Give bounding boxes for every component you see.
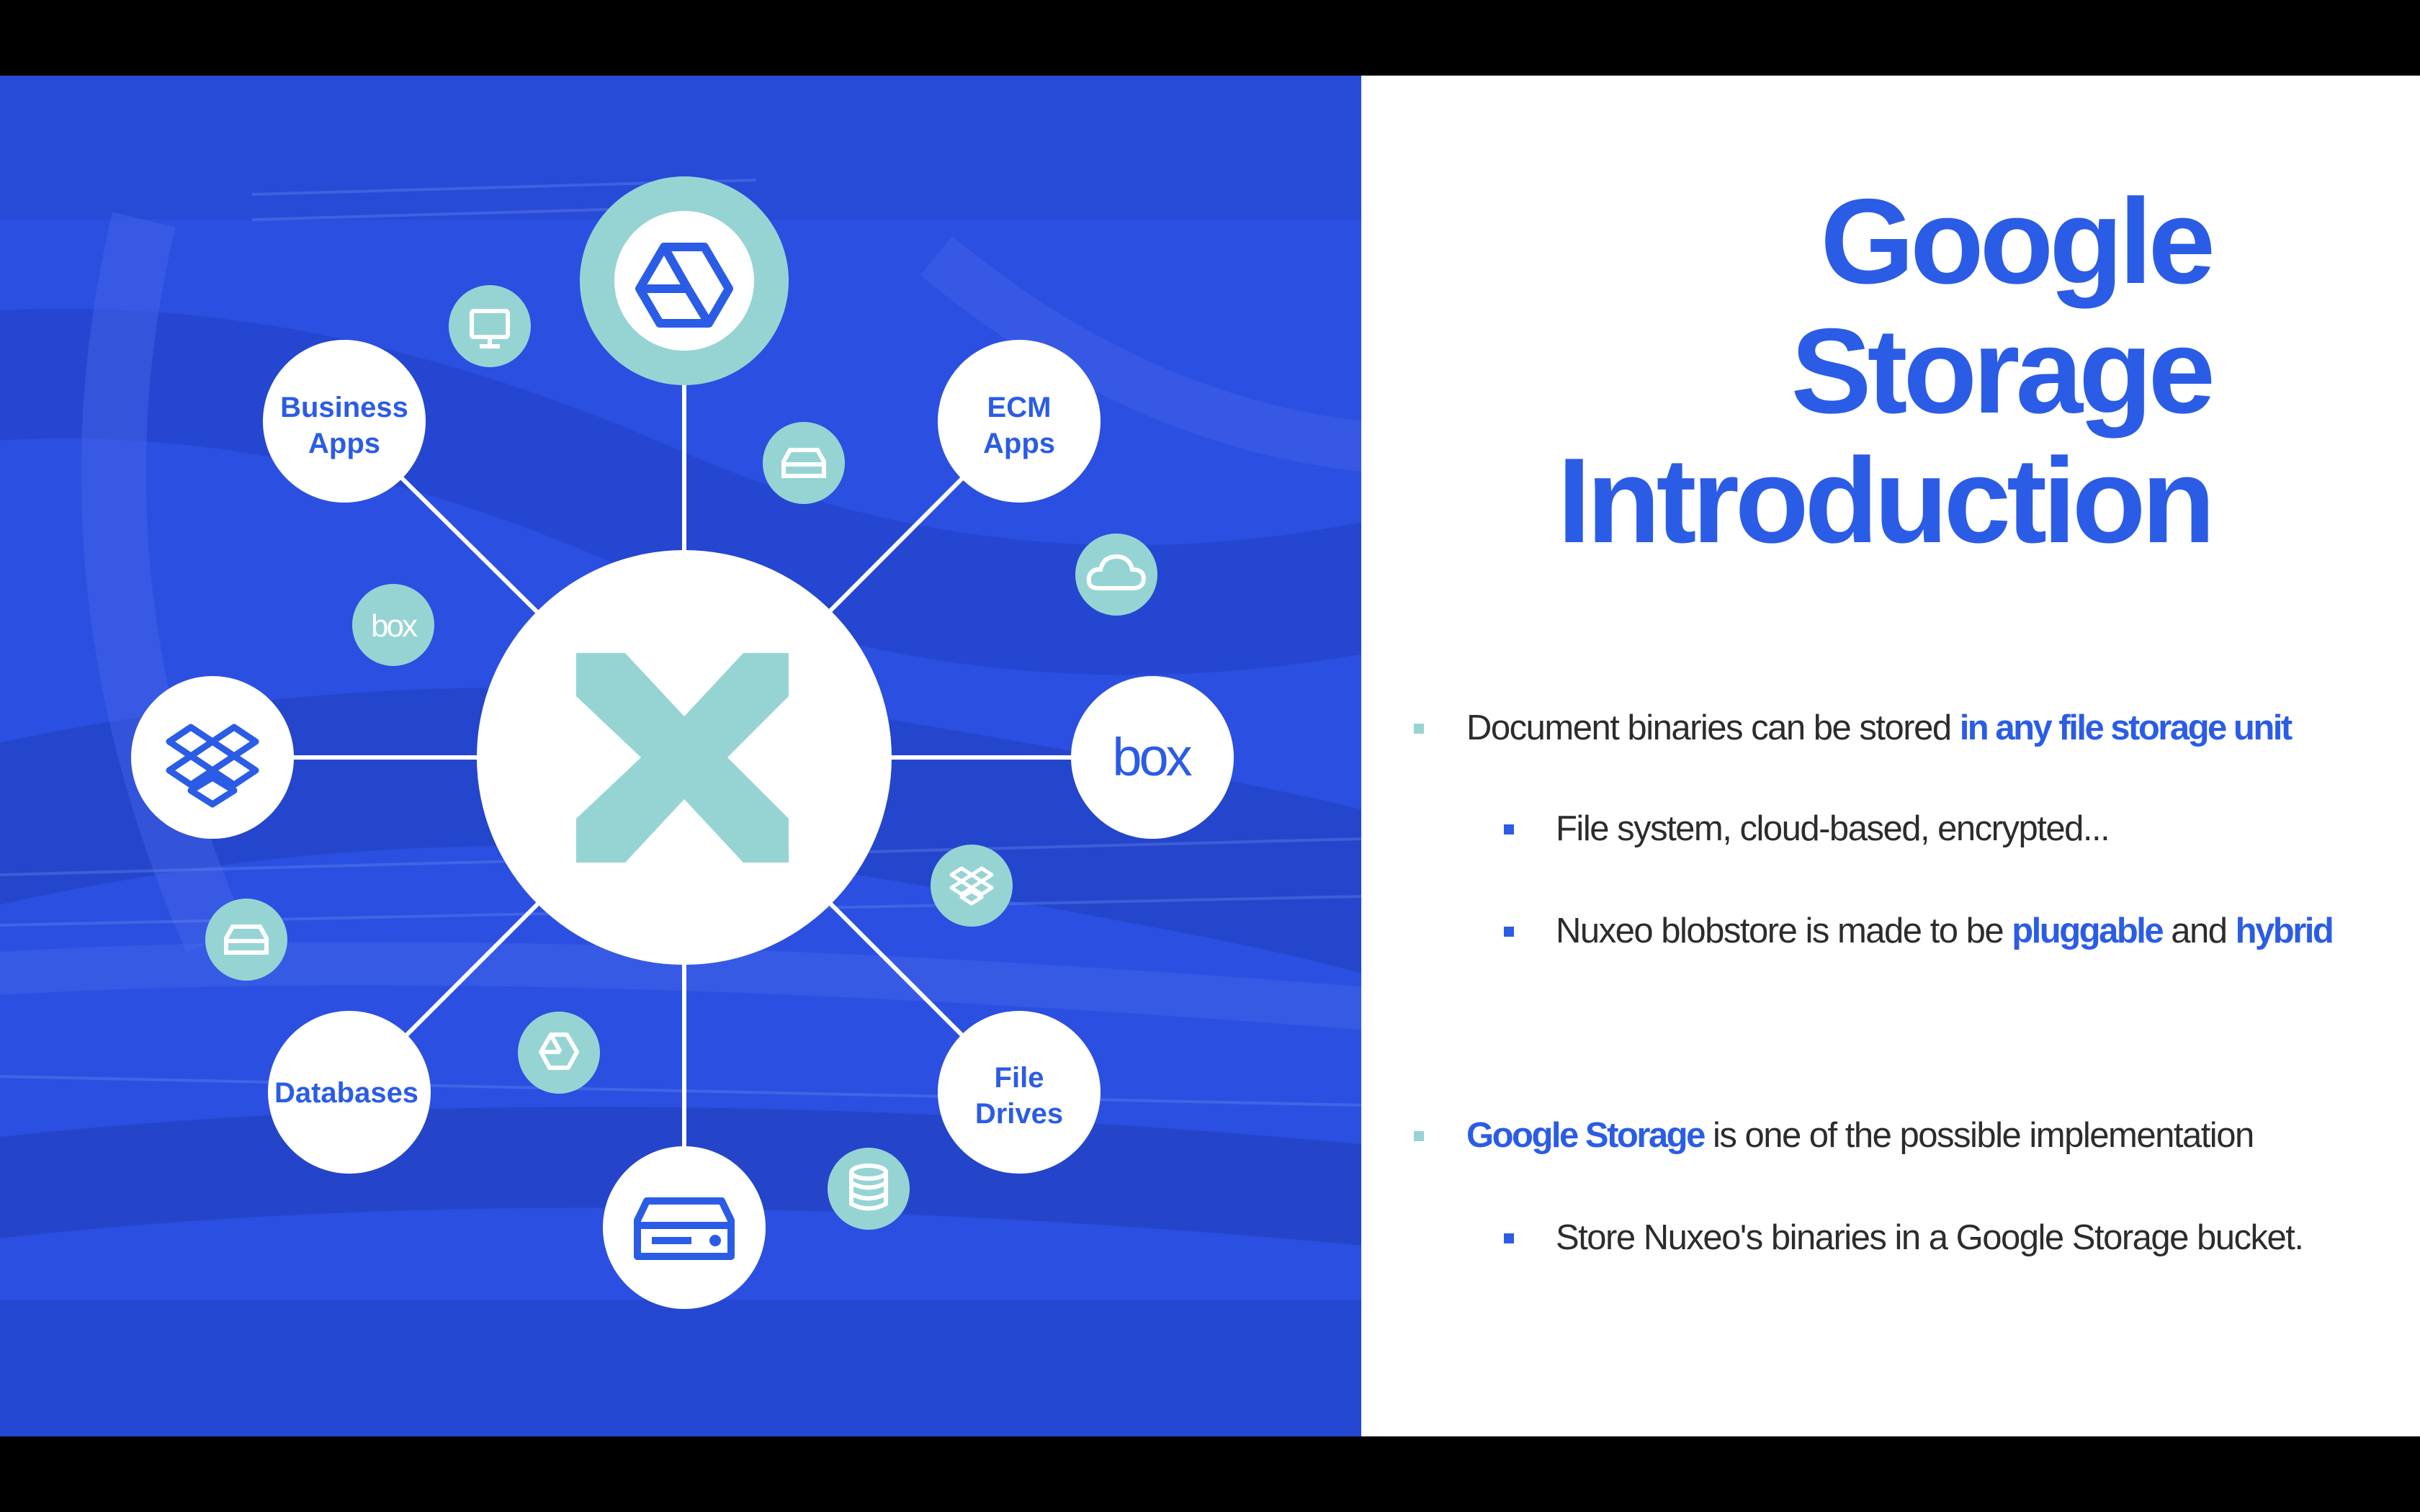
hub-node	[477, 550, 892, 965]
google-drive-icon	[539, 1032, 579, 1070]
bullet-highlight: in any file storage unit	[1959, 708, 2293, 747]
monitor-satellite	[449, 285, 531, 367]
bullet-highlight: Google Storage	[1466, 1116, 1706, 1155]
business-apps-node: Business Apps	[263, 340, 426, 503]
bullet-text: Nuxeo blobstore is made to be	[1556, 912, 2012, 950]
ecm-apps-label: ECM	[987, 392, 1052, 423]
hard-drive-icon	[224, 924, 269, 955]
bullet-highlight: hybrid	[2235, 912, 2334, 950]
google-drive-icon	[635, 243, 733, 328]
dropbox-satellite	[931, 845, 1013, 927]
file-drives-label: Drives	[975, 1098, 1063, 1130]
storage-connectivity-diagram: Business Apps ECM Apps	[131, 176, 1234, 1309]
bullet-item: Store Nuxeo's binaries in a Google Stora…	[1556, 1218, 2304, 1258]
slide: Business Apps ECM Apps	[0, 76, 2420, 1436]
bullet-marker	[1504, 824, 1514, 834]
bullet-marker	[1504, 1233, 1514, 1243]
dropbox-icon	[166, 724, 259, 808]
cloud-icon	[1086, 554, 1147, 590]
bullet-item: Nuxeo blobstore is made to be pluggable …	[1556, 911, 2334, 951]
hard-drive-icon	[781, 448, 826, 478]
bullet-highlight: pluggable	[2012, 912, 2164, 950]
diagram-panel: Business Apps ECM Apps	[0, 76, 1361, 1436]
bullet-text: Document binaries can be stored	[1466, 708, 1960, 747]
file-drives-node: File Drives	[938, 1011, 1101, 1174]
bullet-text: File system, cloud-based, encrypted...	[1556, 809, 2110, 848]
database-satellite	[828, 1148, 910, 1230]
bullet-item: Google Storage is one of the possible im…	[1466, 1115, 2254, 1156]
bullet-item: Document binaries can be stored in any f…	[1466, 708, 2293, 748]
dropbox-node	[131, 676, 294, 839]
box-logo-icon: box	[1112, 727, 1192, 787]
hard-drive-satellite	[763, 422, 845, 504]
bullet-item: File system, cloud-based, encrypted...	[1556, 809, 2110, 849]
box-logo-icon: box	[371, 608, 418, 644]
bullet-text: Store Nuxeo's binaries in a Google Stora…	[1556, 1218, 2304, 1257]
nuxeo-x-logo-icon	[576, 653, 789, 863]
hard-drive-node	[603, 1146, 766, 1309]
box-satellite: box	[352, 584, 434, 666]
bullet-marker	[1414, 724, 1424, 734]
title-line: Google	[1820, 174, 2215, 309]
hard-drive-satellite	[205, 899, 287, 981]
bullet-text: is one of the possible implementation	[1703, 1116, 2254, 1155]
file-drives-label: File	[995, 1062, 1044, 1094]
title-line: Storage	[1791, 303, 2215, 438]
content-panel: Google Storage Introduction Document bin…	[1361, 76, 2420, 1436]
databases-label: Databases	[274, 1077, 418, 1109]
google-drive-satellite	[518, 1012, 600, 1094]
ecm-apps-node: ECM Apps	[938, 340, 1101, 503]
ecm-apps-label: Apps	[983, 428, 1055, 459]
database-icon	[849, 1164, 888, 1211]
bullet-text: and	[2162, 912, 2236, 950]
business-apps-label: Apps	[308, 428, 380, 459]
title-line: Introduction	[1557, 433, 2215, 568]
bullet-marker	[1414, 1131, 1424, 1141]
dropbox-icon	[949, 866, 994, 906]
hard-drive-icon	[634, 1197, 735, 1260]
slide-title: Google Storage Introduction	[1557, 174, 2215, 568]
bullet-marker	[1504, 927, 1514, 937]
cloud-satellite	[1075, 534, 1157, 616]
business-apps-label: Business	[280, 392, 408, 423]
monitor-icon	[470, 309, 510, 348]
google-drive-node	[580, 176, 789, 385]
databases-node: Databases	[268, 1011, 431, 1174]
box-node: box	[1071, 676, 1234, 839]
